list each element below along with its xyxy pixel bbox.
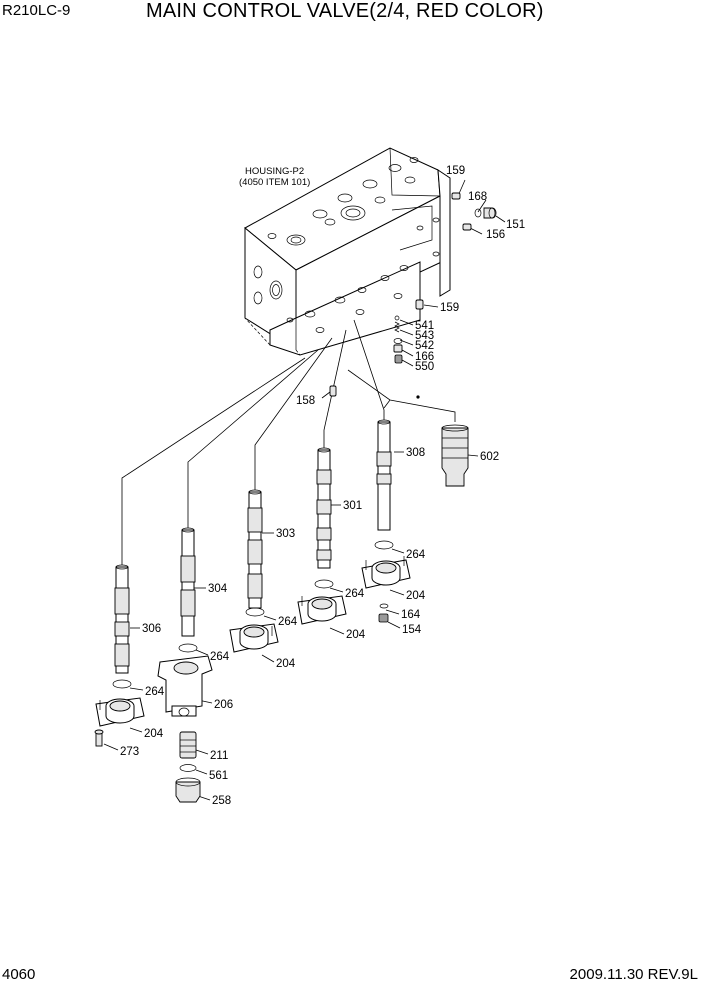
part-callouts: 159 168 151 156 159 541 543 542 166 550 … xyxy=(120,165,525,807)
callout-204-c: 204 xyxy=(276,658,296,670)
callout-211: 211 xyxy=(210,750,228,762)
callout-308: 308 xyxy=(406,447,425,459)
callout-156: 156 xyxy=(486,229,505,241)
spool-cover-204-a xyxy=(361,556,411,589)
callout-159-top: 159 xyxy=(446,165,465,177)
callout-164: 164 xyxy=(401,609,421,621)
callout-264-b: 264 xyxy=(345,588,365,600)
callout-206: 206 xyxy=(214,699,233,711)
plug-211 xyxy=(179,731,197,759)
callout-204-b: 204 xyxy=(346,629,366,641)
callout-159-lower: 159 xyxy=(440,302,459,314)
callout-264-a: 264 xyxy=(406,549,426,561)
model-label: R210LC-9 xyxy=(2,2,71,19)
spool-cover-204-c xyxy=(229,623,279,653)
spool-cover-204-b xyxy=(297,595,347,625)
callout-550: 550 xyxy=(415,361,434,373)
callout-264-c: 264 xyxy=(278,616,298,628)
housing-note-line2: (4050 ITEM 101) xyxy=(239,177,310,188)
housing-note-line1: HOUSING-P2 xyxy=(245,166,304,177)
callout-273: 273 xyxy=(120,746,139,758)
callout-543: 543 xyxy=(415,330,434,342)
spool-303 xyxy=(247,489,263,609)
callout-561: 561 xyxy=(209,770,228,782)
spool-304 xyxy=(180,527,196,637)
callout-154: 154 xyxy=(402,624,422,636)
relief-valve-602 xyxy=(441,424,469,487)
page-title: MAIN CONTROL VALVE(2/4, RED COLOR) xyxy=(146,0,544,22)
spool-cover-204-d xyxy=(95,697,145,727)
callout-204-a: 204 xyxy=(406,590,426,602)
plug-258 xyxy=(175,777,201,803)
callout-301: 301 xyxy=(343,500,362,512)
callout-541: 541 xyxy=(415,320,434,332)
spool-301 xyxy=(316,447,332,569)
callout-158: 158 xyxy=(296,395,315,407)
callout-304: 304 xyxy=(208,583,228,595)
callout-166: 166 xyxy=(415,351,434,363)
page-number: 4060 xyxy=(2,966,36,983)
callout-303: 303 xyxy=(276,528,295,540)
callout-151: 151 xyxy=(506,219,525,231)
bolt-273 xyxy=(94,729,104,747)
callout-258: 258 xyxy=(212,795,231,807)
callout-204-d: 204 xyxy=(144,728,164,740)
plug-fittings xyxy=(329,192,497,397)
spool-306 xyxy=(114,564,130,674)
revision-date: 2009.11.30 REV.9L xyxy=(569,966,698,983)
cover-206 xyxy=(157,655,213,717)
callout-306: 306 xyxy=(142,623,161,635)
callout-168: 168 xyxy=(468,191,487,203)
callout-602: 602 xyxy=(480,451,499,463)
housing-note: HOUSING-P2 (4050 ITEM 101) xyxy=(239,166,310,188)
callout-542: 542 xyxy=(415,340,434,352)
leader-lines xyxy=(103,179,506,801)
callout-264-d: 264 xyxy=(210,651,230,663)
o-rings xyxy=(112,540,394,772)
valve-housing xyxy=(244,147,451,356)
plug-154 xyxy=(378,613,389,623)
callout-264-e: 264 xyxy=(145,686,165,698)
spool-308 xyxy=(376,419,392,531)
